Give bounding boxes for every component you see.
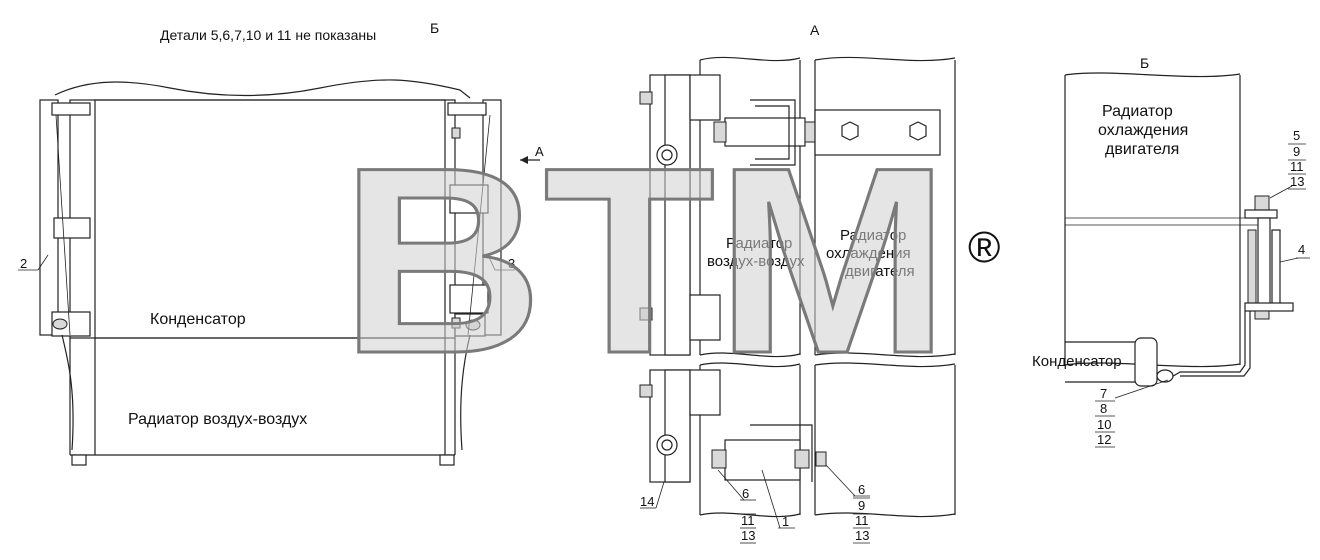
callout-b-bottom-1: 7 — [1100, 386, 1107, 401]
foot-right — [439, 454, 455, 466]
callout-bolt-left-2: 11 — [741, 513, 755, 528]
view-b — [1064, 72, 1294, 387]
callout-bolt-left: 6 11 13 — [740, 486, 756, 544]
callout-4: 4 — [1298, 242, 1305, 257]
watermark-registered-mark: ® — [968, 223, 1000, 272]
callout-b-bottom-4: 12 — [1097, 432, 1111, 447]
callout-b-top-2: 9 — [1293, 144, 1300, 159]
break-line-top — [54, 79, 471, 99]
callout-3: 3 — [508, 256, 515, 271]
callout-b-top-4: 13 — [1290, 174, 1304, 189]
front-view — [39, 79, 540, 466]
section-a-marker: A — [535, 144, 544, 159]
callout-b-bottom-3: 10 — [1097, 417, 1111, 432]
engine-radiator-right-line3: двигателя — [1105, 141, 1179, 158]
callout-b-top-3: 11 — [1290, 159, 1304, 174]
callout-bolt-left-3: 13 — [741, 528, 755, 543]
callout-b-top: 5 9 11 13 — [1288, 128, 1306, 190]
engine-radiator-mid-line1: Радиатор — [840, 227, 906, 244]
view-a-title: А — [810, 22, 820, 38]
callout-bolt-left-1: 6 — [742, 486, 749, 501]
callout-1: 1 — [782, 514, 789, 529]
note-text: Детали 5,6,7,10 и 11 не показаны — [160, 27, 376, 43]
foot-left — [71, 454, 87, 466]
engine-radiator-right-line2: охлаждения — [1098, 122, 1188, 139]
callout-bolt-right-4: 13 — [855, 528, 869, 543]
callout-bolt-right-3: 11 — [855, 513, 869, 528]
callout-2: 2 — [20, 256, 27, 271]
bracket-left — [39, 99, 91, 451]
callout-14: 14 — [640, 494, 654, 509]
condenser-label-left: Конденсатор — [150, 311, 246, 328]
engine-radiator-right-line1: Радиатор — [1102, 103, 1173, 120]
view-a — [639, 56, 956, 518]
intercooler-mid-line1: Радиатор — [726, 235, 792, 252]
callout-b-bottom: 7 8 10 12 — [1095, 386, 1115, 448]
intercooler-mid-line2: воздух-воздух — [707, 253, 805, 270]
callout-bolt-right: 6 9 11 13 — [853, 482, 870, 544]
callout-b-bottom-2: 8 — [1100, 401, 1107, 416]
intercooler-label-left: Радиатор воздух-воздух — [128, 411, 307, 428]
view-b-arrow-label: Б — [430, 20, 439, 36]
bracket-right — [447, 99, 502, 451]
watermark-logo: BTM — [340, 113, 950, 409]
callout-bolt-right-1: 6 — [858, 482, 865, 497]
engine-radiator-mid-line2: охлаждения — [826, 245, 911, 262]
condenser-inner-frame — [94, 99, 446, 339]
engine-radiator-mid-line3: двигателя — [845, 263, 915, 280]
view-b-title: Б — [1140, 55, 1149, 71]
callout-bolt-right-2: 9 — [858, 498, 865, 513]
condenser-label-right: Конденсатор — [1032, 353, 1122, 370]
callout-b-top-1: 5 — [1293, 128, 1300, 143]
